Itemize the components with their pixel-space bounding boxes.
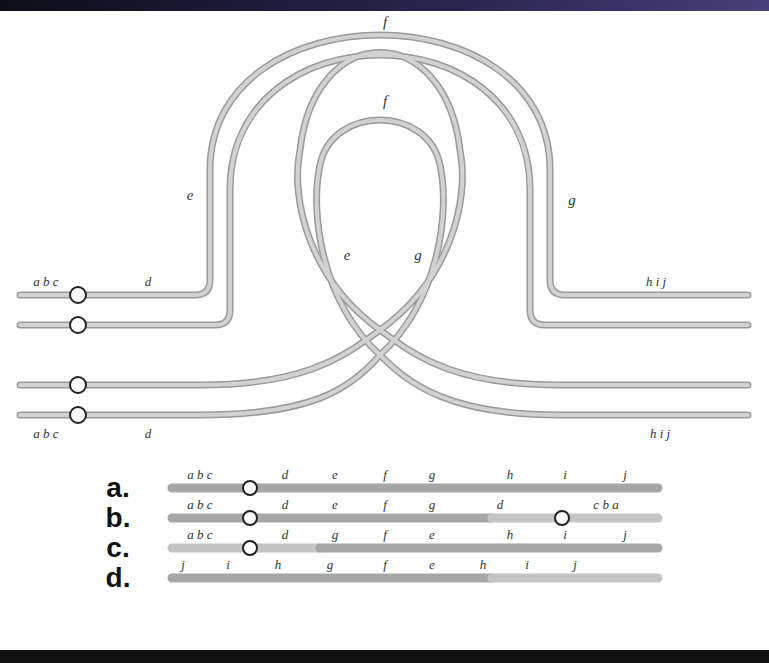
gene-label: e: [332, 498, 338, 511]
gene-label: a b c: [33, 275, 58, 288]
segment-label: g: [568, 193, 576, 208]
gene-label: j: [181, 558, 185, 571]
segment-label: f: [383, 15, 387, 30]
segment-label: e: [344, 248, 351, 263]
gene-label: d: [282, 528, 289, 541]
gene-label: f: [383, 468, 387, 481]
gene-label: d: [282, 468, 289, 481]
gene-label: e: [429, 528, 435, 541]
gene-label: i: [563, 468, 567, 481]
gene-label: h: [275, 558, 282, 571]
gene-label: g: [332, 528, 339, 541]
segment-label: f: [383, 94, 387, 109]
gene-label: h: [480, 558, 487, 571]
gene-label: f: [383, 558, 387, 571]
row-letter: d.: [106, 564, 131, 592]
row-letter: b.: [106, 504, 131, 532]
gene-label: g: [429, 498, 436, 511]
gene-label: f: [383, 498, 387, 511]
gene-label: e: [429, 558, 435, 571]
gene-label: h i j: [646, 275, 666, 288]
top-band: [0, 0, 769, 11]
gene-label: a b c: [187, 498, 212, 511]
gene-label: g: [327, 558, 334, 571]
segment-label: g: [414, 248, 422, 263]
gene-label: d: [282, 498, 289, 511]
gene-label: h: [507, 468, 514, 481]
gene-label: h: [507, 528, 514, 541]
gene-label: j: [623, 528, 627, 541]
gene-label: a b c: [187, 528, 212, 541]
row-letter: a.: [106, 474, 129, 502]
gene-label: h i j: [650, 427, 670, 440]
row-letter: c.: [106, 534, 129, 562]
bottom-band: [0, 650, 769, 663]
gene-label: i: [525, 558, 529, 571]
gene-label: d: [145, 427, 152, 440]
gene-label: f: [383, 528, 387, 541]
gene-label: a b c: [187, 468, 212, 481]
segment-label: e: [187, 188, 194, 203]
gene-label: d: [145, 275, 152, 288]
gene-label: e: [332, 468, 338, 481]
gene-label: j: [623, 468, 627, 481]
gene-label: j: [573, 558, 577, 571]
gene-label: d: [497, 498, 504, 511]
gene-label: c b a: [593, 498, 618, 511]
gene-label: g: [429, 468, 436, 481]
gene-label: a b c: [33, 427, 58, 440]
gene-label: i: [226, 558, 230, 571]
gene-label: i: [563, 528, 567, 541]
